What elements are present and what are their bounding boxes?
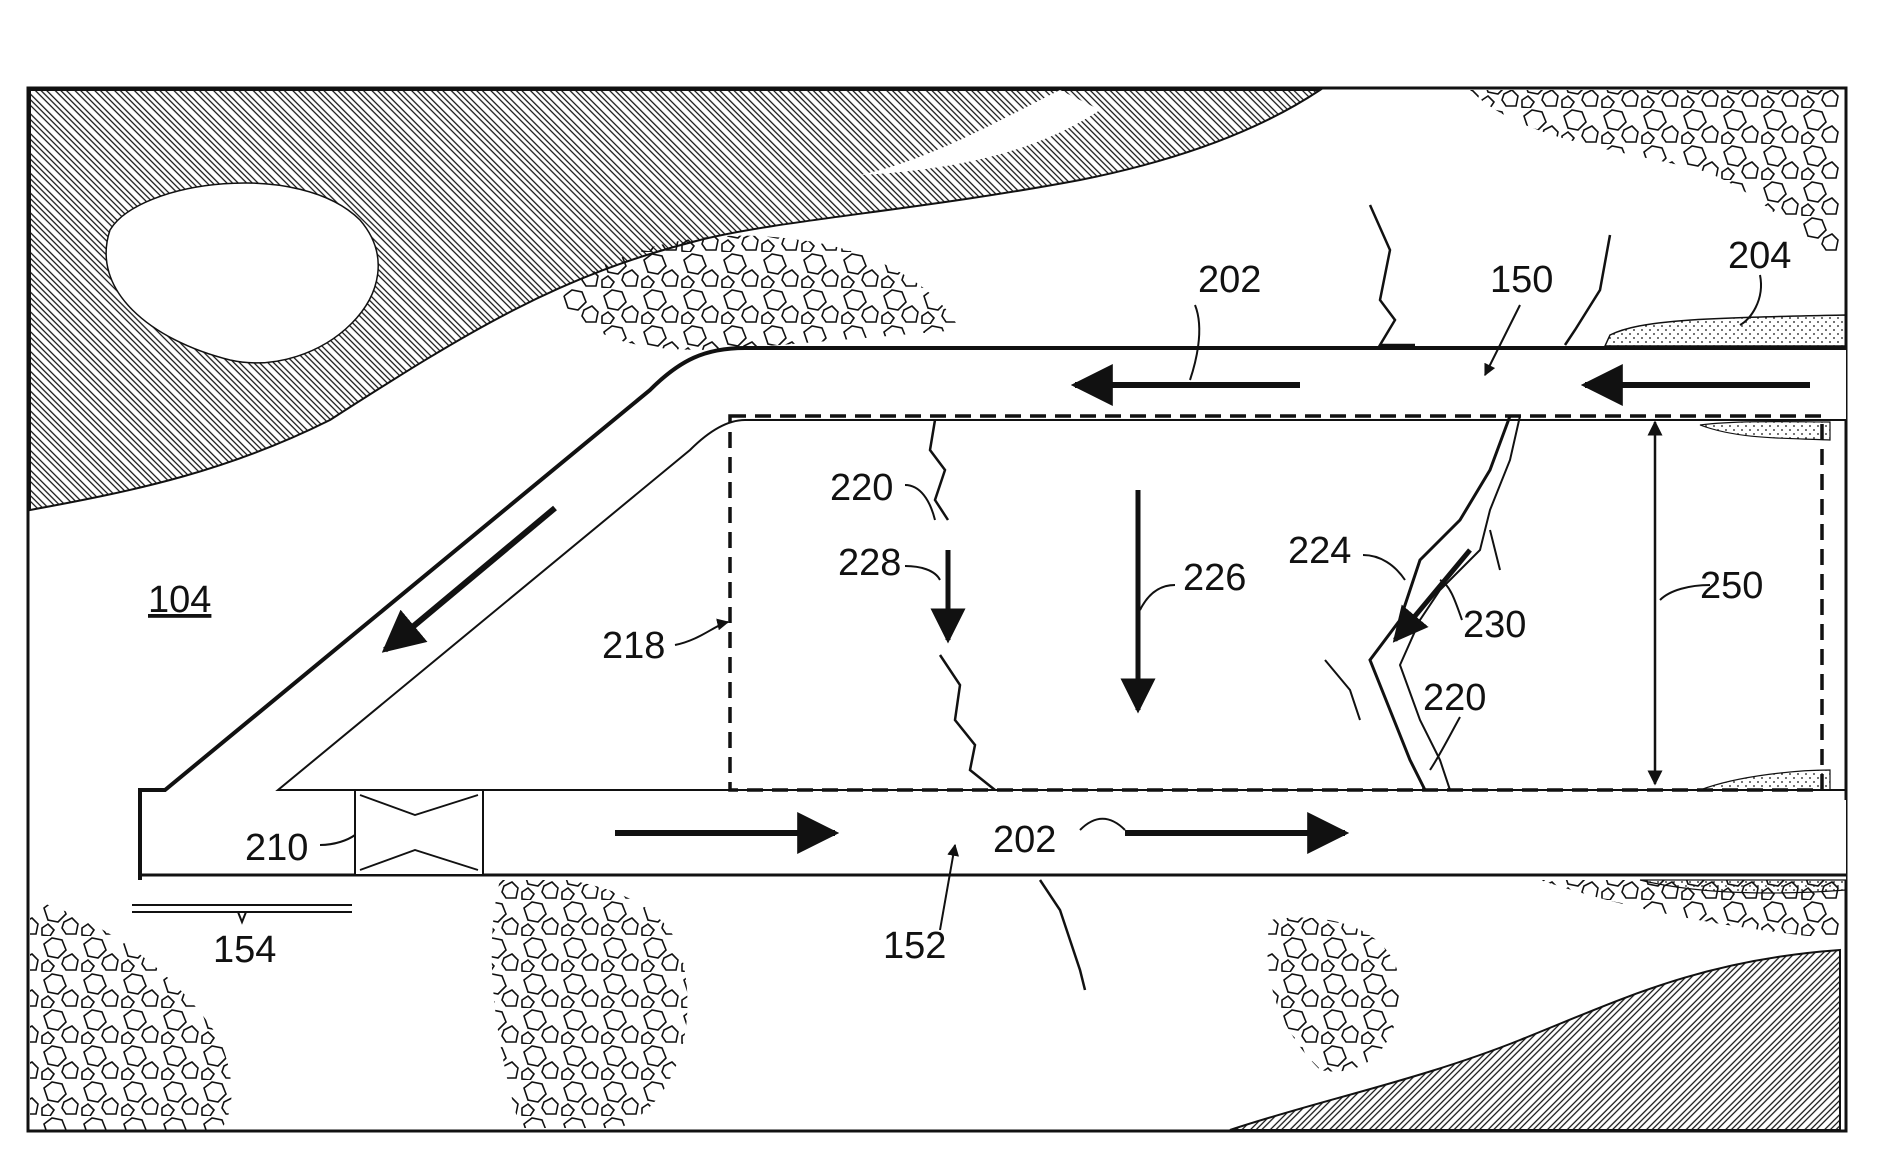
label-210: 210 bbox=[245, 827, 308, 869]
deposit-right-top bbox=[1700, 422, 1830, 440]
packer bbox=[355, 790, 483, 875]
label-224: 224 bbox=[1288, 530, 1351, 572]
zone-boundary bbox=[730, 416, 1822, 790]
heel-bracket bbox=[132, 905, 352, 922]
fracture-224-a bbox=[1370, 416, 1510, 790]
deposit-right-bottom bbox=[1700, 770, 1830, 790]
fracture-224-d bbox=[1490, 530, 1500, 570]
rock-cluster-lower-mid bbox=[1267, 918, 1400, 1072]
fracture-224-b bbox=[1400, 416, 1520, 790]
label-104: 104 bbox=[148, 579, 211, 621]
label-220-right: 220 bbox=[1423, 677, 1486, 719]
label-230: 230 bbox=[1463, 604, 1526, 646]
label-152: 152 bbox=[883, 925, 946, 967]
rock-cluster-lower-left bbox=[30, 900, 232, 1130]
label-204: 204 bbox=[1728, 235, 1791, 277]
fracture-top-150-right bbox=[1565, 235, 1610, 345]
label-202-upper: 202 bbox=[1198, 259, 1261, 301]
label-250: 250 bbox=[1700, 565, 1763, 607]
fracture-224-c bbox=[1325, 660, 1360, 720]
fracture-left-top bbox=[930, 420, 948, 520]
leader-226 bbox=[1140, 585, 1175, 610]
label-202-lower: 202 bbox=[993, 819, 1056, 861]
label-226: 226 bbox=[1183, 557, 1246, 599]
leader-220-left bbox=[905, 485, 935, 520]
deposit-upper bbox=[1605, 315, 1846, 346]
fracture-below-152 bbox=[1040, 880, 1085, 990]
fracture-left-bottom bbox=[940, 655, 995, 790]
flow-arrow-230 bbox=[1395, 550, 1470, 640]
label-154: 154 bbox=[213, 929, 276, 971]
leader-224 bbox=[1363, 555, 1405, 580]
label-150: 150 bbox=[1490, 259, 1553, 301]
leader-220-right bbox=[1430, 717, 1460, 770]
label-218: 218 bbox=[602, 625, 665, 667]
label-220-left: 220 bbox=[830, 467, 893, 509]
rock-cluster-lower-center bbox=[492, 878, 688, 1128]
fracture-top-150 bbox=[1370, 205, 1415, 345]
leader-228 bbox=[905, 566, 940, 580]
label-228: 228 bbox=[838, 542, 901, 584]
leader-218 bbox=[675, 622, 728, 645]
